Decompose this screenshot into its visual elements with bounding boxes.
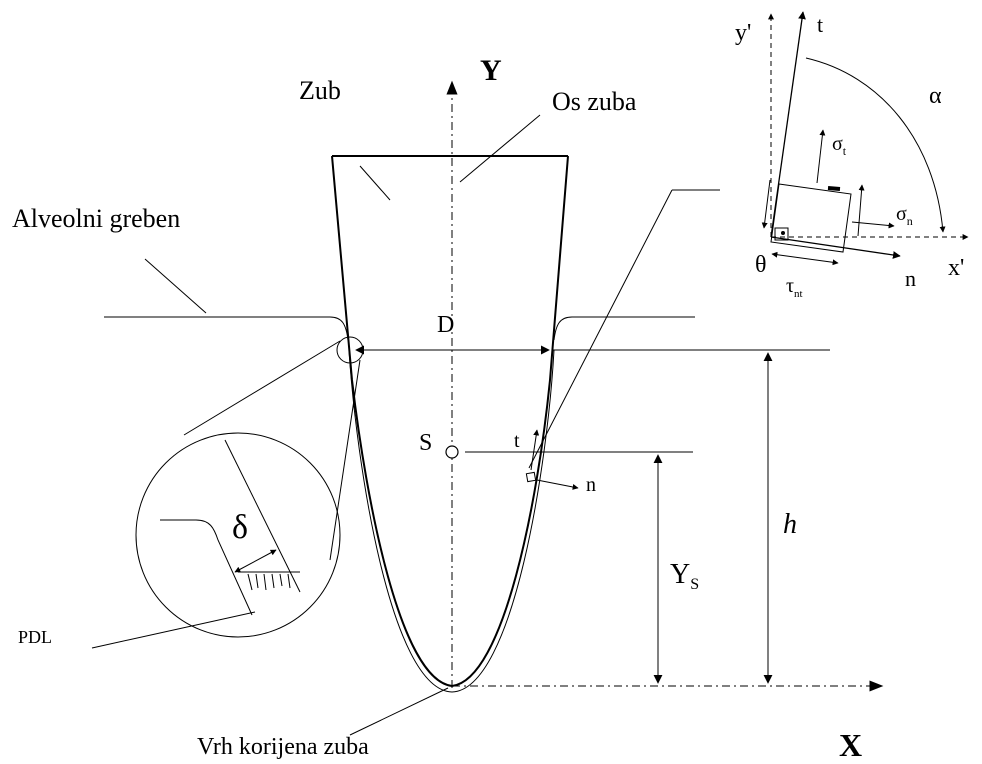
inset-n-label: n <box>905 266 916 291</box>
tooth-axis-label: Os zuba <box>552 87 637 116</box>
sigma-t-mark <box>827 186 841 191</box>
tangent-label: t <box>514 430 520 452</box>
magnify-spot <box>336 336 364 364</box>
inset-sigma-t-label: σt <box>832 133 847 158</box>
delta-dimension-arrow <box>234 549 277 573</box>
inset-right-angle <box>774 227 789 241</box>
sigma-t-main: σ <box>832 133 843 155</box>
inset-sigma-n-label: σn <box>896 203 913 228</box>
stress-inset <box>761 11 969 266</box>
y-axis-label: Y <box>480 54 502 87</box>
delta-label: δ <box>232 509 248 546</box>
inset-element-square <box>770 183 852 253</box>
tau-main: τ <box>786 275 794 297</box>
sigma-n-right-vertical <box>857 184 865 237</box>
magnify-tangent-lower <box>329 359 361 561</box>
inset-alpha-arc <box>805 57 946 233</box>
socket-outline <box>348 349 555 693</box>
alveolar-crest-leader <box>144 258 207 314</box>
detail-crest-line <box>160 519 253 616</box>
root-outline <box>331 155 569 688</box>
centroid-label: S <box>419 430 432 456</box>
inset-leader-diagonal <box>528 189 673 469</box>
detail-hatching <box>247 573 291 591</box>
pdl-leader <box>91 611 256 649</box>
tau-nt-arrow <box>771 251 839 266</box>
inset-t-axis <box>770 11 806 238</box>
sigma-n-main: σ <box>896 203 907 225</box>
inset-theta-label: θ <box>755 252 767 278</box>
alveolar-crest-right <box>553 316 695 341</box>
magnify-tangent-upper <box>183 340 341 436</box>
inset-y-prime-label: y' <box>735 20 751 46</box>
inset-alpha-label: α <box>929 83 942 109</box>
alveolar-crest-label: Alveolni greben <box>12 204 180 233</box>
tooth-axis-leader <box>459 114 541 183</box>
magnify-detail-circle <box>135 432 341 638</box>
inset-tau-label: τnt <box>786 275 803 300</box>
root-apex-label: Vrh korijena zuba <box>197 734 369 760</box>
inset-n-axis <box>770 236 901 259</box>
ys-main: Y <box>670 559 690 590</box>
sigma-t-sub: t <box>843 144 847 158</box>
tangent-arrow <box>530 429 540 471</box>
height-label: h <box>783 509 797 540</box>
tooth-leader <box>359 165 391 201</box>
alveolar-crest-left <box>104 316 349 341</box>
sigma-n-sub: n <box>907 214 913 228</box>
pdl-label: PDL <box>18 627 52 647</box>
inset-right-angle-dot <box>781 231 785 235</box>
tau-left-arrow <box>761 179 771 229</box>
inset-x-prime-label: x' <box>948 255 964 281</box>
ys-subscript: S <box>690 576 699 593</box>
normal-label: n <box>586 474 596 496</box>
ys-label: YS <box>670 559 699 593</box>
width-label: D <box>437 312 454 338</box>
tau-sub: nt <box>794 288 803 300</box>
normal-arrow <box>536 479 579 490</box>
sigma-n-arrow <box>851 221 895 229</box>
root-apex-leader <box>349 687 449 736</box>
centroid-point <box>445 445 459 459</box>
detail-root-line <box>224 439 301 593</box>
tooth-label: Zub <box>299 76 341 105</box>
surface-element <box>525 471 537 483</box>
inset-t-label: t <box>817 12 823 37</box>
x-axis-label: X <box>839 727 862 763</box>
sigma-t-arrow <box>816 129 826 184</box>
